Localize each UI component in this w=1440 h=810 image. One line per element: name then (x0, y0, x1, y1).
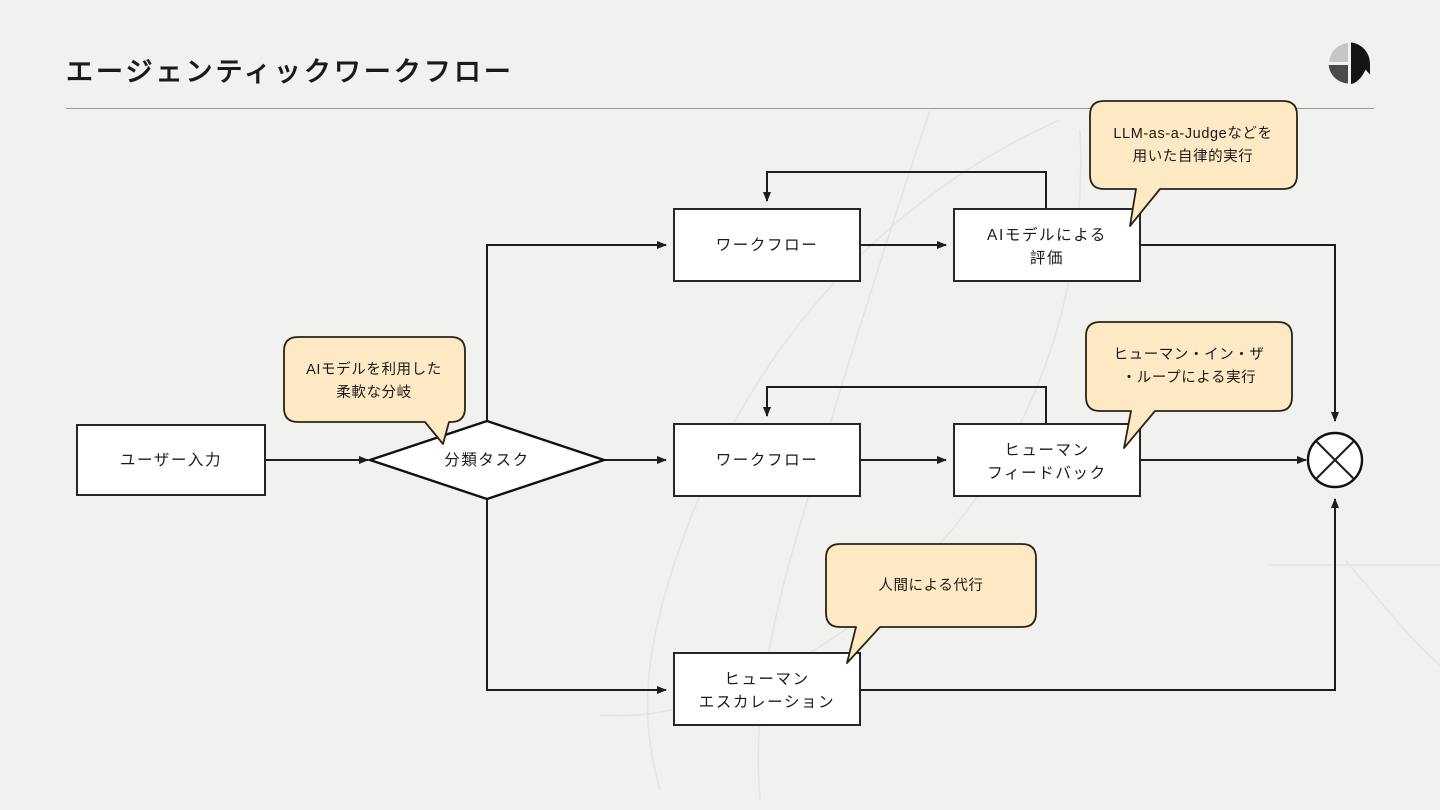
node-ai-evaluation-label-line1: AIモデルによる (987, 225, 1107, 244)
node-classify-task[interactable]: 分類タスク (366, 419, 608, 501)
node-workflow-mid-label: ワークフロー (716, 451, 819, 469)
edge-classify-to-workflow-top (486, 241, 667, 421)
node-workflow-top-label: ワークフロー (716, 236, 819, 254)
node-ai-evaluation-label-line2: 評価 (1030, 249, 1064, 267)
node-human-feedback-label-line2: フィードバック (987, 464, 1106, 482)
node-human-escalation[interactable]: ヒューマン エスカレーション (673, 652, 861, 726)
callout-llm-as-a-judge-line2: 用いた自律的実行 (1133, 148, 1254, 165)
node-human-escalation-label-line2: エスカレーション (699, 694, 836, 711)
node-human-escalation-label-line1: ヒューマン (724, 671, 810, 688)
callout-flexible-branch[interactable]: AIモデルを利用した 柔軟な分岐 (283, 336, 466, 445)
callout-flexible-branch-line2: 柔軟な分岐 (336, 384, 412, 401)
edge-ai-eval-feedback-loop (763, 171, 1047, 208)
edge-human-feedback-loop (763, 386, 1047, 423)
edge-ai-eval-to-merge (1139, 244, 1339, 422)
company-logo-icon (1328, 42, 1370, 84)
node-classify-task-label: 分類タスク (444, 451, 530, 469)
node-workflow-mid[interactable]: ワークフロー (673, 423, 861, 497)
node-user-input-label: ユーザー入力 (120, 451, 222, 469)
callout-human-in-the-loop[interactable]: ヒューマン・イン・ザ ・ループによる実行 (1085, 321, 1293, 449)
node-user-input[interactable]: ユーザー入力 (76, 424, 266, 496)
callout-llm-as-a-judge-line1: LLM-as-a-Judgeなどを (1113, 125, 1272, 142)
callout-human-in-the-loop-line1: ヒューマン・イン・ザ (1114, 346, 1265, 363)
node-merge-junction[interactable] (1306, 431, 1364, 489)
callout-human-proxy[interactable]: 人間による代行 (825, 543, 1037, 664)
node-human-feedback-label-line1: ヒューマン (1004, 442, 1090, 459)
node-human-feedback[interactable]: ヒューマン フィードバック (953, 423, 1141, 497)
edge-classify-to-escalation (486, 499, 667, 694)
callout-flexible-branch-line1: AIモデルを利用した (306, 360, 442, 378)
node-ai-evaluation[interactable]: AIモデルによる 評価 (953, 208, 1141, 282)
title-divider (66, 108, 1374, 109)
edge-escalation-to-merge (860, 498, 1339, 691)
page-title: エージェンティックワークフロー (66, 57, 514, 87)
callout-human-in-the-loop-line2: ・ループによる実行 (1122, 369, 1257, 386)
callout-llm-as-a-judge[interactable]: LLM-as-a-Judgeなどを 用いた自律的実行 (1089, 100, 1298, 227)
callout-human-proxy-line1: 人間による代行 (878, 577, 983, 594)
node-workflow-top[interactable]: ワークフロー (673, 208, 861, 282)
